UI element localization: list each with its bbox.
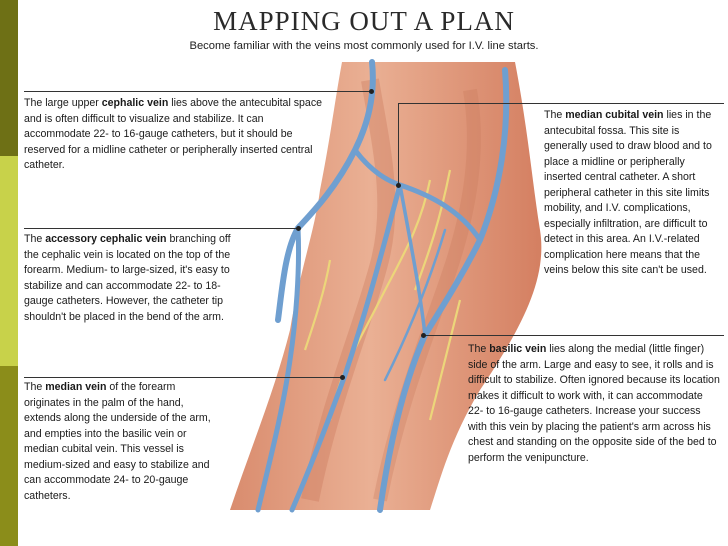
callout-median-cubital-name: median cubital vein (565, 109, 664, 121)
accessory-cephalic-vein (255, 225, 302, 513)
basilic-marker (421, 333, 426, 338)
median-cubital-vein (352, 147, 483, 243)
sidebar-segment-middle (0, 156, 18, 366)
accessory-cephalic-marker (296, 226, 301, 231)
veins (255, 59, 510, 513)
basilic-vein (377, 67, 510, 513)
callout-accessory-cephalic-name: accessory cephalic vein (45, 233, 167, 245)
basilic-leader-line (424, 335, 724, 336)
median-cubital-leader-line (398, 103, 724, 104)
callout-cephalic: The large upper cephalic vein lies above… (24, 97, 323, 171)
median-cubital-marker (396, 183, 401, 188)
median-leader-line (24, 377, 344, 378)
callout-cephalic-name: cephalic vein (101, 97, 169, 109)
page-title: MAPPING OUT A PLAN (213, 6, 515, 36)
cephalic-marker (369, 89, 374, 94)
accessory-cephalic-leader-line (24, 228, 300, 229)
sidebar-segment-bottom (0, 366, 18, 546)
median-marker (340, 375, 345, 380)
callout-median-name: median vein (45, 381, 107, 393)
sidebar-segment-top (0, 0, 18, 156)
median-cubital-leader-drop (398, 103, 399, 185)
callout-median-cubital: The median cubital vein lies in the ante… (544, 109, 712, 276)
callout-median: The median vein of the forearm originate… (24, 381, 211, 502)
page-subtitle: Become familiar with the veins most comm… (189, 40, 539, 52)
minor-vein (398, 183, 427, 337)
minor-vein-2 (383, 228, 447, 382)
cephalic-vein (275, 59, 376, 323)
callout-basilic-name: basilic vein (489, 343, 547, 355)
callout-basilic: The basilic vein lies along the medial (… (468, 343, 720, 464)
arm-skin (230, 62, 542, 510)
callout-accessory-cephalic: The accessory cephalic vein branching of… (24, 233, 231, 323)
median-vein (289, 182, 403, 513)
cephalic-leader-line (24, 91, 372, 92)
